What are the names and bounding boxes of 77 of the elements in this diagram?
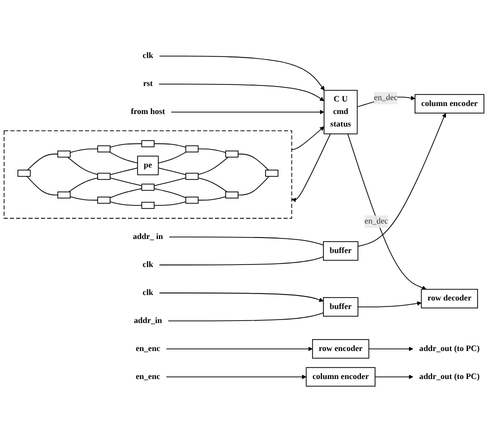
node-text: addr_ in bbox=[132, 232, 164, 242]
connector bbox=[67, 156, 98, 175]
connector bbox=[159, 256, 324, 266]
connector bbox=[198, 148, 226, 153]
node-box: buffer bbox=[323, 241, 358, 261]
node-box bbox=[97, 172, 110, 180]
node-box bbox=[57, 150, 71, 158]
connector bbox=[154, 143, 186, 148]
node-box bbox=[97, 196, 110, 204]
connector bbox=[168, 236, 324, 246]
connector bbox=[154, 201, 186, 206]
connector bbox=[110, 178, 142, 186]
node-box bbox=[265, 170, 278, 177]
arrow bbox=[358, 112, 446, 247]
node-text: clk bbox=[142, 288, 154, 298]
node-box: column encoder bbox=[306, 367, 376, 387]
connector bbox=[70, 148, 98, 153]
node-box: row encoder bbox=[312, 339, 370, 359]
node-box bbox=[97, 145, 110, 152]
node-box: row decoder bbox=[420, 288, 478, 308]
node-text: from host bbox=[130, 107, 166, 116]
connector bbox=[154, 188, 186, 198]
connector bbox=[110, 168, 138, 176]
cluster bbox=[4, 130, 292, 219]
node-box: C U cmd status bbox=[324, 90, 358, 134]
node-text: en_enc bbox=[136, 372, 160, 382]
node-box: column encoder bbox=[414, 94, 484, 114]
arrow bbox=[347, 133, 426, 290]
node-box bbox=[141, 202, 155, 209]
node-box bbox=[141, 140, 155, 148]
arrow bbox=[292, 133, 331, 202]
arrow bbox=[166, 374, 306, 380]
node-box bbox=[185, 196, 199, 204]
connector bbox=[110, 188, 142, 198]
node-box bbox=[225, 150, 238, 158]
connector bbox=[198, 196, 226, 201]
connector bbox=[198, 156, 229, 175]
arrow bbox=[159, 56, 325, 91]
node-box bbox=[141, 184, 155, 191]
connector bbox=[158, 168, 186, 176]
node-text: addr_out (to PC) bbox=[419, 344, 480, 354]
node-box bbox=[185, 145, 199, 152]
connector bbox=[68, 178, 98, 192]
node-text: addr_in bbox=[134, 316, 162, 326]
node-text: addr_out (to PC) bbox=[419, 372, 480, 382]
node-box: pe bbox=[137, 156, 159, 176]
node-text: clk bbox=[142, 51, 154, 60]
connector bbox=[238, 176, 270, 196]
arrow bbox=[358, 301, 422, 308]
arrow bbox=[374, 374, 414, 380]
arrow bbox=[368, 346, 414, 352]
edge-label: en_dec bbox=[374, 93, 398, 102]
node-box: buffer bbox=[323, 297, 358, 317]
connector bbox=[238, 154, 269, 171]
node-box bbox=[225, 192, 238, 198]
node-text: rst bbox=[143, 79, 153, 88]
arrow bbox=[170, 110, 324, 114]
edge-label: en_dec bbox=[364, 216, 388, 226]
connector bbox=[26, 154, 58, 171]
node-box bbox=[185, 172, 199, 180]
connector bbox=[110, 143, 142, 148]
arrow bbox=[159, 292, 324, 302]
node-text: clk bbox=[142, 260, 154, 270]
connector bbox=[26, 176, 58, 196]
node-box bbox=[57, 192, 71, 198]
arrow bbox=[158, 84, 324, 102]
connector bbox=[110, 201, 142, 206]
node-box bbox=[17, 170, 31, 177]
connector bbox=[154, 178, 186, 186]
connector bbox=[198, 178, 228, 192]
arrow bbox=[166, 346, 313, 352]
connector bbox=[168, 312, 324, 322]
connector bbox=[109, 152, 138, 164]
arrow bbox=[291, 126, 324, 150]
node-text: en_enc bbox=[136, 344, 160, 354]
connector bbox=[70, 196, 98, 201]
connector bbox=[158, 152, 187, 164]
